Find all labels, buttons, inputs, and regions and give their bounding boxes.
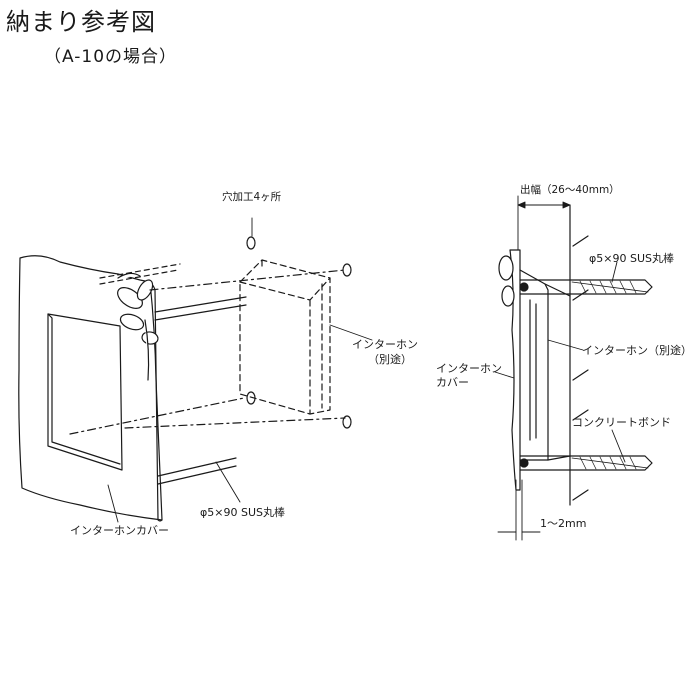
width-dimension <box>517 195 571 481</box>
cover-profile <box>509 249 571 491</box>
label-holes: 穴加工4ヶ所 <box>222 190 282 203</box>
concrete-wall <box>569 204 589 506</box>
label-rod-left: φ5×90 SUS丸棒 <box>200 505 285 519</box>
label-cover-left: インターホンカバー <box>70 524 169 537</box>
label-bond: コンクリートボンド <box>572 416 671 429</box>
gap-dimension <box>497 479 541 541</box>
label-width: 出幅（26〜40mm） <box>520 183 620 196</box>
page-subtitle: （A-10の場合） <box>44 47 178 67</box>
label-rod-right: φ5×90 SUS丸棒 <box>589 251 674 265</box>
mounting-holes <box>246 236 352 429</box>
page-title: 納まり参考図 <box>6 8 156 36</box>
leaf-ornament <box>117 272 159 381</box>
label-gap: 1〜2mm <box>540 517 586 530</box>
label-intercom-sub: （別途） <box>368 352 412 366</box>
rod-hatch <box>579 280 637 470</box>
label-intercom: インターホン <box>352 338 418 351</box>
intercom-unit-left <box>239 259 331 415</box>
leaf-ornament-side <box>498 255 515 307</box>
leaders-left <box>107 217 373 523</box>
label-intercom-right: インターホン（別途） <box>582 343 692 357</box>
label-cover-right-2: カバー <box>436 376 469 389</box>
label-cover-right-1: インターホン <box>436 362 502 375</box>
sus-rods-right <box>519 279 653 471</box>
leaders-right <box>494 261 626 463</box>
